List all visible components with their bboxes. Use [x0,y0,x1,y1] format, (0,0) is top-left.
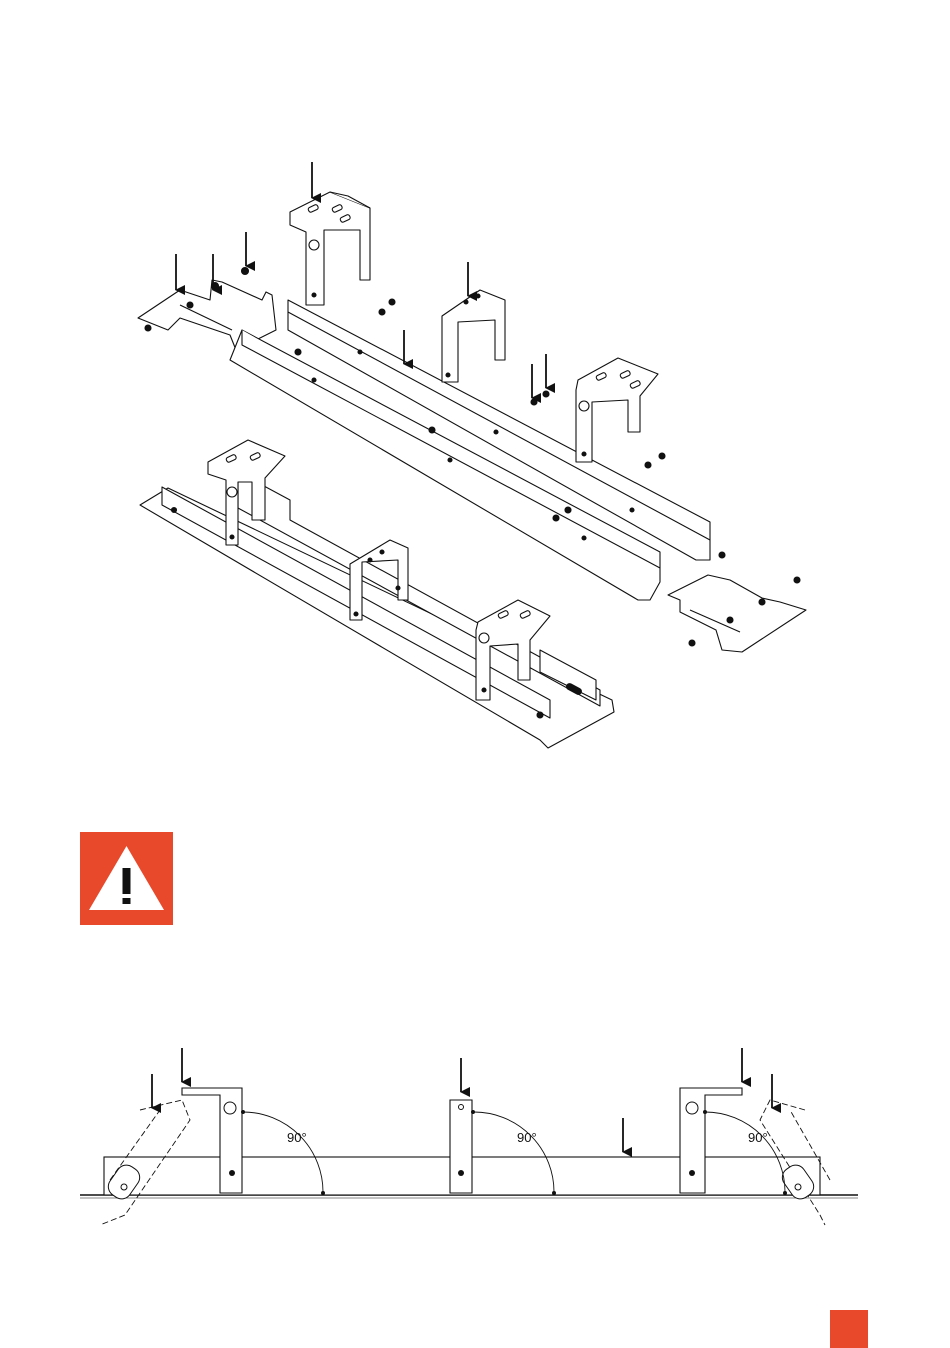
assembled-unit [140,440,614,748]
side-view-diagram: 90° 90° 90° [0,1030,950,1240]
bracket-middle [442,290,505,382]
angle-label-right: 90° [748,1130,768,1145]
angle-label-middle: 90° [517,1130,537,1145]
angle-label-left: 90° [287,1130,307,1145]
exploded-assembly-diagram [0,0,950,800]
page-corner-mark [830,1310,868,1348]
warning-box [80,832,173,925]
bracket-right [576,358,658,462]
bracket-left [290,192,370,305]
right-end-plate [668,575,806,652]
